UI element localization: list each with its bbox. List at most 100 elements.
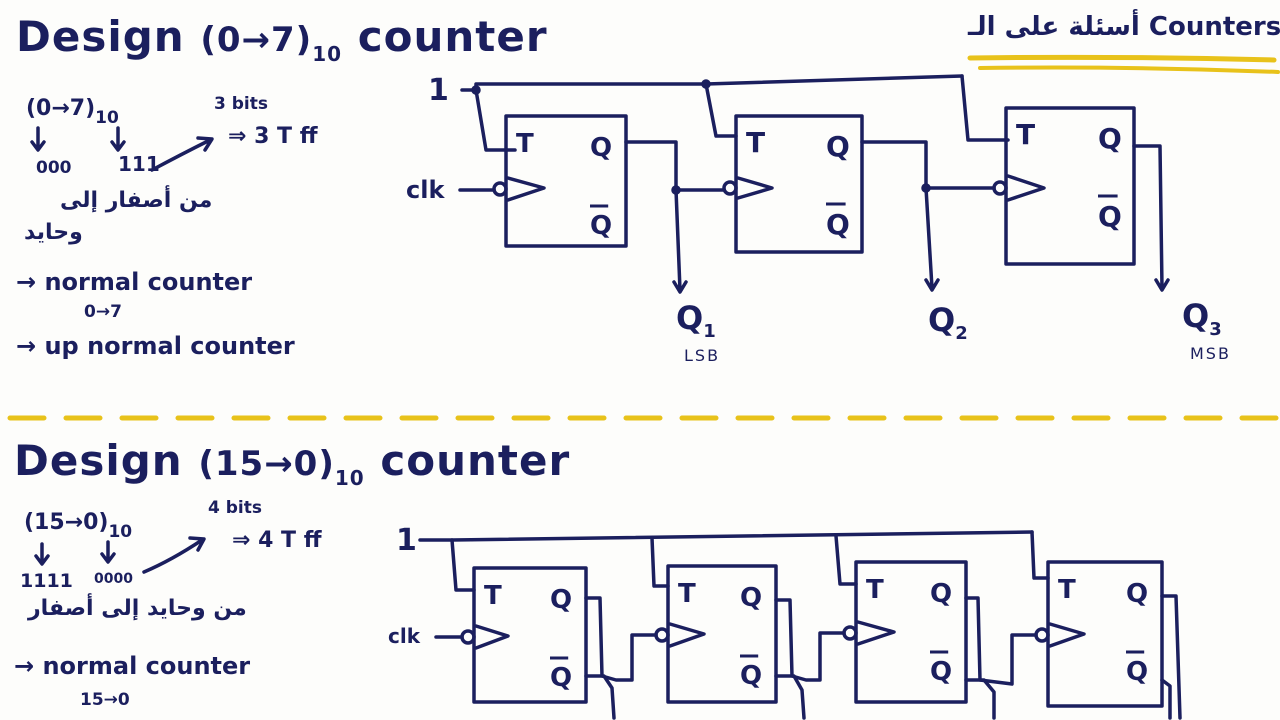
ff-7-qbar-label: Q <box>1126 657 1148 687</box>
section1-arabic-note-2: وحايد <box>24 220 83 245</box>
q3-out-wire <box>1132 144 1170 292</box>
tff-1-box <box>504 114 628 248</box>
section2-range: (15→0)10 <box>24 512 132 541</box>
section1-ff-count: ⇒ 3 T ff <box>228 124 318 149</box>
b-q4-wire <box>1160 594 1182 720</box>
clock-bubble-icon <box>992 180 1008 196</box>
q2-wire <box>860 140 996 190</box>
ff-4-qbar-label: Q <box>550 663 572 693</box>
b-t2-wire <box>650 536 670 588</box>
clock-triangle-icon <box>506 176 546 202</box>
section1-low-bits: 000 <box>36 158 72 178</box>
section2-high-bits: 1111 <box>20 570 73 592</box>
arrow-down-icon <box>34 542 50 566</box>
ff-3-qbar-label: Q <box>1098 200 1122 233</box>
junction-dot <box>921 183 931 193</box>
clock-triangle-icon <box>736 176 774 200</box>
clock-bubble-icon <box>460 629 476 645</box>
t3-wire <box>960 74 1010 142</box>
section1-high-bits: 111 <box>118 152 160 176</box>
b-q3-down <box>964 678 996 720</box>
junction-dot <box>701 79 711 89</box>
ff-7-q-label: Q <box>1126 579 1148 609</box>
section1-range: (0→7)10 <box>26 98 119 127</box>
clock-triangle-icon <box>856 620 896 646</box>
section1-note-2: → up normal counter <box>16 332 295 360</box>
section1-arabic-note-1: من أصفار إلى <box>60 188 213 213</box>
bottom-bus <box>418 530 1034 542</box>
b-t1-wire <box>450 538 476 592</box>
junction-dot <box>671 185 681 195</box>
junction-dot <box>471 85 481 95</box>
output-q2-sub: 2 <box>955 323 968 344</box>
section2-range-value: (15→0) <box>24 510 109 535</box>
q2-out-wire <box>924 186 940 292</box>
section2-arabic-note-1: من وحايد إلى أصفار <box>28 596 247 621</box>
section1-output-q2: Q2 <box>928 304 968 343</box>
ff-4-q-label: Q <box>550 585 572 615</box>
b-q4-down <box>1160 678 1172 720</box>
section2-bit-count: 4 bits <box>208 498 262 518</box>
section2-title-base: 10 <box>334 466 365 490</box>
section1-bit-count: 3 bits <box>214 94 268 114</box>
ff-2-q-label: Q <box>826 130 850 163</box>
section1-output-q3-note: MSB <box>1190 344 1231 363</box>
clock-bubble-icon <box>492 181 508 197</box>
section2-title-suffix: counter <box>380 436 571 485</box>
clock-triangle-icon <box>1006 174 1046 202</box>
header-highlight <box>967 54 1277 63</box>
section1-title-suffix: counter <box>357 12 548 61</box>
q1-wire <box>624 140 726 192</box>
ff-3-t-label: T <box>1016 118 1035 151</box>
t2-wire <box>704 82 738 138</box>
ff-1-qbar-label: Q <box>590 211 612 241</box>
section1-output-q3: Q3 <box>1182 300 1222 339</box>
clock-bubble-icon <box>1034 627 1050 643</box>
section2-title-prefix: Design <box>14 436 183 485</box>
section2-input-one: 1 <box>396 523 417 558</box>
ff-1-t-label: T <box>516 129 534 159</box>
section2-clock-label: clk <box>388 624 421 648</box>
b-q1-wire <box>584 596 658 682</box>
ff-5-q-label: Q <box>740 583 762 613</box>
ff-7-t-label: T <box>1058 575 1076 605</box>
ff-6-q-label: Q <box>930 579 952 609</box>
section1-input-one: 1 <box>428 73 449 108</box>
section2-note-1: → normal counter <box>14 652 251 680</box>
t1-wire <box>474 88 517 152</box>
ff-2-qbar-label: Q <box>826 208 850 241</box>
ff-6-t-label: T <box>866 575 884 605</box>
section2-ff-count: ⇒ 4 T ff <box>232 528 322 553</box>
b-q3-wire <box>964 596 1038 686</box>
arrow-down-icon <box>110 126 126 152</box>
section1-title-range: (0→7) <box>200 20 313 60</box>
arrow-down-icon <box>100 540 116 564</box>
section1-title: Design (0→7)10 counter <box>16 16 548 66</box>
output-q2-label: Q <box>928 301 956 339</box>
clock-triangle-icon <box>668 622 706 648</box>
section2-title: Design (15→0)10 counter <box>14 440 570 490</box>
ff-6-qbar-label: Q <box>930 657 952 687</box>
section1-clock-label: clk <box>406 176 445 204</box>
section1-output-q1-note: LSB <box>684 346 721 365</box>
b-q1-down <box>584 674 616 720</box>
section1-range-base: 10 <box>95 108 119 128</box>
ff-2-t-label: T <box>746 126 765 159</box>
section2-title-range: (15→0) <box>198 444 335 484</box>
clock-bubble-icon <box>722 180 738 196</box>
section1-output-q1: Q1 <box>676 302 716 341</box>
section1-title-prefix: Design <box>16 12 185 61</box>
clock-triangle-icon <box>1048 622 1086 648</box>
section1-title-base: 10 <box>312 42 343 66</box>
clock-bubble-icon <box>654 627 670 643</box>
arrow-up-right-icon <box>150 136 214 172</box>
b-t3-wire <box>834 534 858 586</box>
q1-out-wire <box>672 188 688 294</box>
section1-note-1-range: 0→7 <box>84 302 122 322</box>
ff-5-qbar-label: Q <box>740 661 762 691</box>
section2-range-base: 10 <box>108 522 133 542</box>
output-q3-sub: 3 <box>1209 319 1222 340</box>
ff-5-t-label: T <box>678 579 696 609</box>
clock-bubble-icon <box>842 625 858 641</box>
